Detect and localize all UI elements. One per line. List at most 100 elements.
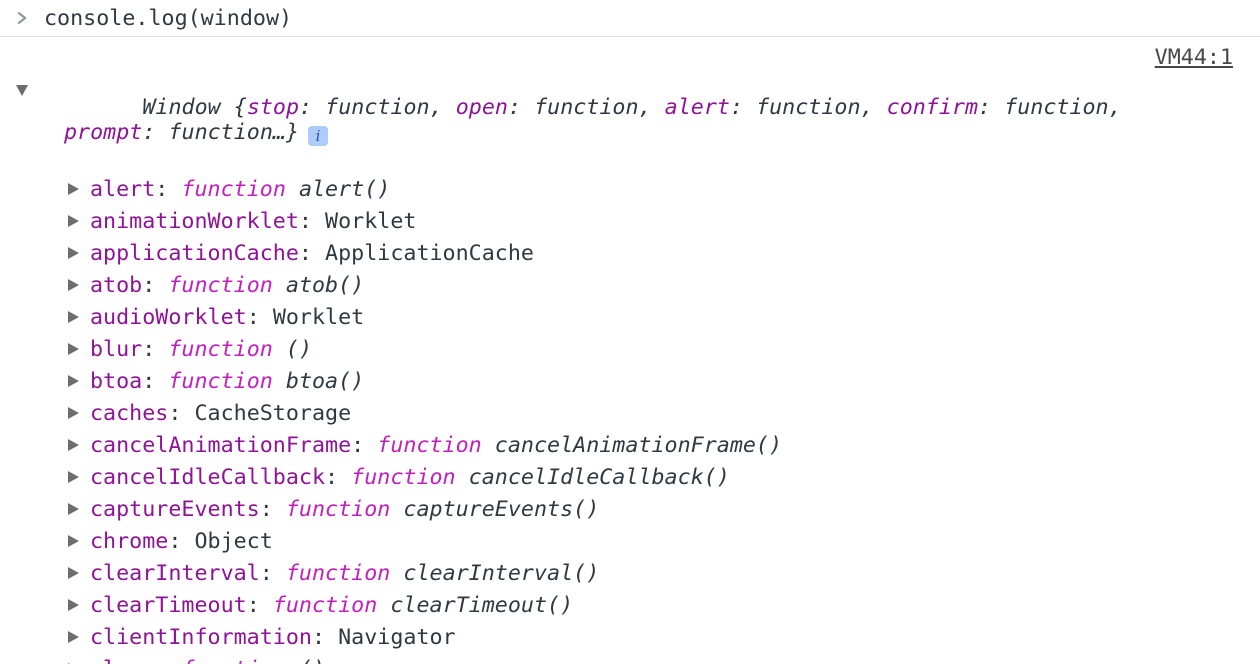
command-text: console.log(window) (44, 5, 293, 31)
property-row[interactable]: caches: CacheStorage (0, 398, 1260, 430)
colon-separator: : (298, 209, 326, 234)
preview-property-name: alert (664, 95, 730, 120)
function-signature: cancelIdleCallback() (455, 465, 730, 490)
preview-property-name: open (455, 95, 508, 120)
colon-separator: : (259, 561, 286, 586)
console-command-row[interactable]: console.log(window) (0, 0, 1260, 37)
property-row[interactable]: audioWorklet: Worklet (0, 302, 1260, 334)
info-icon[interactable]: i (308, 126, 329, 146)
property-name: audioWorklet (90, 305, 247, 330)
property-row[interactable]: alert: function alert() (0, 174, 1260, 206)
property-row[interactable]: close: function () (0, 654, 1260, 664)
property-row[interactable]: clientInformation: Navigator (0, 622, 1260, 654)
source-link[interactable]: VM44:1 (1154, 45, 1233, 70)
function-keyword: function (377, 433, 482, 458)
preview-property-name: stop (246, 95, 300, 120)
preview-text: : function, (978, 95, 1135, 120)
property-name: caches (90, 401, 169, 426)
property-name: close (90, 657, 155, 664)
property-row[interactable]: chrome: Object (0, 526, 1260, 558)
property-row[interactable]: btoa: function btoa() (0, 366, 1260, 398)
function-signature: clearTimeout() (377, 593, 574, 618)
function-keyword: function (168, 369, 273, 394)
object-class-name: CacheStorage (194, 401, 352, 426)
object-class-name: Object (194, 529, 273, 554)
function-keyword: function (285, 497, 391, 522)
colon-separator: : (168, 401, 195, 426)
property-name: captureEvents (90, 497, 260, 522)
expand-arrow-icon[interactable] (68, 375, 79, 387)
expand-arrow-icon[interactable] (68, 407, 79, 419)
property-row[interactable]: captureEvents: function captureEvents() (0, 494, 1260, 526)
property-name: clearInterval (90, 561, 260, 586)
preview-text: : function, (729, 95, 887, 120)
expand-arrow-icon[interactable] (68, 183, 79, 195)
property-row[interactable]: blur: function () (0, 334, 1260, 366)
property-row[interactable]: cancelIdleCallback: function cancelIdleC… (0, 462, 1260, 494)
property-name: clearTimeout (90, 593, 247, 618)
expand-arrow-icon[interactable] (68, 535, 79, 547)
property-name: atob (90, 273, 143, 298)
expand-arrow-icon[interactable] (68, 599, 79, 611)
function-signature: alert() (285, 177, 391, 202)
colon-separator: : (351, 433, 378, 458)
function-keyword: function (285, 561, 391, 586)
expand-arrow-icon[interactable] (68, 279, 79, 291)
property-name: clientInformation (90, 625, 312, 650)
expand-arrow-icon[interactable] (68, 439, 79, 451)
object-class-name: Worklet (325, 209, 417, 234)
colon-separator: : (142, 369, 169, 394)
function-signature: () (286, 657, 325, 664)
property-name: cancelAnimationFrame (90, 433, 352, 458)
property-name: animationWorklet (90, 209, 299, 234)
colon-separator: : (259, 497, 286, 522)
property-name: chrome (90, 529, 169, 554)
colon-separator: : (325, 465, 352, 490)
object-preview[interactable]: Window {stop: function, open: function, … (16, 70, 1184, 171)
function-keyword: function (181, 657, 285, 664)
expand-arrow-icon[interactable] (68, 215, 79, 227)
function-keyword: function (351, 465, 456, 490)
object-class-name: Navigator (338, 625, 456, 650)
property-name: btoa (90, 369, 143, 394)
function-keyword: function (272, 593, 378, 618)
property-name: blur (90, 337, 143, 362)
info-icon-glyph: i (315, 127, 321, 145)
property-row[interactable]: clearTimeout: function clearTimeout() (0, 590, 1260, 622)
colon-separator: : (155, 657, 181, 664)
function-signature: cancelAnimationFrame() (481, 433, 783, 458)
property-row[interactable]: clearInterval: function clearInterval() (0, 558, 1260, 590)
expand-arrow-icon[interactable] (68, 471, 79, 483)
function-signature: () (272, 337, 312, 362)
colon-separator: : (142, 273, 169, 298)
object-class-name: ApplicationCache (325, 241, 534, 266)
property-row[interactable]: animationWorklet: Worklet (0, 206, 1260, 238)
prompt-chevron-icon (17, 12, 27, 24)
function-signature: clearInterval() (390, 561, 600, 586)
expand-arrow-icon[interactable] (68, 311, 79, 323)
colon-separator: : (246, 593, 273, 618)
preview-text: : function, (299, 95, 456, 120)
collapse-arrow-icon[interactable] (16, 85, 28, 96)
property-list: alert: function alert()animationWorklet:… (0, 174, 1260, 664)
expand-arrow-icon[interactable] (68, 247, 79, 259)
expand-arrow-icon[interactable] (68, 343, 79, 355)
property-row[interactable]: atob: function atob() (0, 270, 1260, 302)
function-keyword: function (168, 273, 273, 298)
function-keyword: function (181, 177, 286, 202)
colon-separator: : (155, 177, 182, 202)
property-row[interactable]: cancelAnimationFrame: function cancelAni… (0, 430, 1260, 462)
expand-arrow-icon[interactable] (68, 503, 79, 515)
console-log-entry: VM44:1 Window {stop: function, open: fun… (0, 37, 1260, 664)
object-preview-text: Window {stop: function, open: function, … (64, 95, 1135, 145)
preview-property-name: prompt (64, 120, 143, 145)
colon-separator: : (168, 529, 195, 554)
function-signature: btoa() (272, 369, 365, 394)
colon-separator: : (298, 241, 326, 266)
property-row[interactable]: applicationCache: ApplicationCache (0, 238, 1260, 270)
expand-arrow-icon[interactable] (68, 631, 79, 643)
property-name: alert (90, 177, 156, 202)
expand-arrow-icon[interactable] (68, 567, 79, 579)
preview-property-name: confirm (886, 95, 979, 120)
